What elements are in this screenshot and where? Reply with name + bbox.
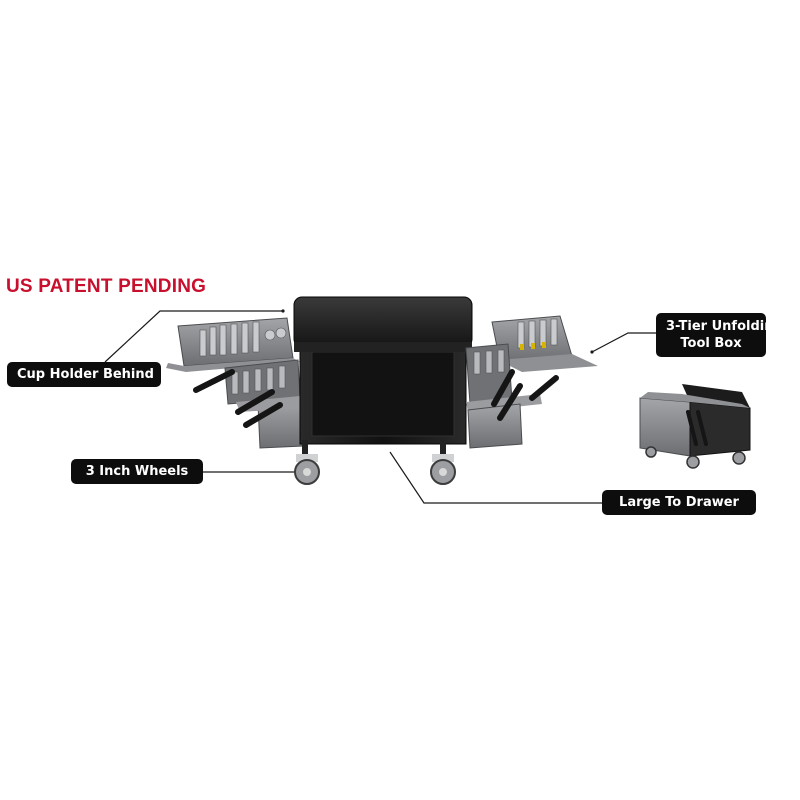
caster-wheels <box>294 454 456 485</box>
callout-tool-box-line2: Tool Box <box>680 336 742 351</box>
callout-tool-box-line1: 3-Tier Unfolding <box>666 319 783 334</box>
leader-drawer <box>389 451 602 504</box>
callout-wheels: 3 Inch Wheels <box>71 459 203 484</box>
right-tool-trays <box>465 315 598 449</box>
leader-cup-holder <box>104 310 283 363</box>
callout-tool-box: 3-Tier Unfolding Tool Box <box>656 313 783 357</box>
left-tool-trays <box>166 317 304 449</box>
closed-view-inset <box>639 384 751 469</box>
seat-and-cabinet <box>293 296 473 456</box>
leader-tool-box <box>591 332 656 353</box>
callout-drawer: Large To Drawer <box>602 490 756 515</box>
patent-pending-label: US PATENT PENDING <box>6 276 207 297</box>
leader-lines <box>104 310 656 504</box>
callout-cup-holder: Cup Holder Behind <box>7 362 161 387</box>
